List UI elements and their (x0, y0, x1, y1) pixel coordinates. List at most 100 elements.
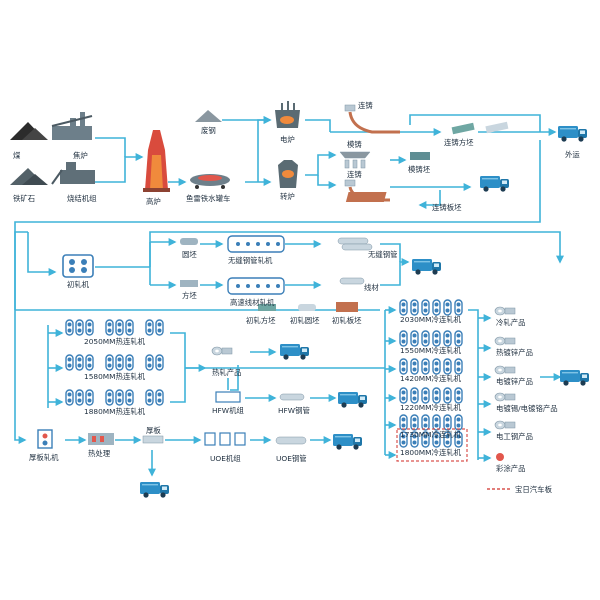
flow-lines-hot (47, 325, 385, 477)
hot-mill-1880-icon (65, 389, 164, 406)
round-billet-icon (180, 238, 198, 245)
label-wire-mill: 高速线材轧机 (230, 298, 275, 307)
uoe-unit-icon (204, 432, 246, 446)
label-scrap: 废钢 (201, 126, 216, 135)
label-product-color-coated: 彩涂产品 (496, 464, 526, 473)
truck-icon (558, 126, 587, 142)
label-cold-mill-1730: 1730MM冷连轧机 (400, 430, 462, 439)
coke-oven-icon (51, 112, 93, 140)
slab-icon (345, 192, 387, 202)
scrap-pile-icon (195, 110, 222, 122)
legend-label: 宝日汽车板 (515, 485, 552, 494)
label-wire: 线材 (364, 283, 379, 292)
label-sinter: 烧结机组 (67, 194, 97, 203)
hot-mill-2050-icon (65, 319, 164, 336)
highlight-box-1800 (396, 428, 468, 462)
truck-icon (338, 392, 367, 408)
cold-mill-1220-icon (399, 387, 463, 404)
label-coke-oven: 焦炉 (73, 151, 88, 160)
label-seamless-mill: 无缝钢管轧机 (228, 256, 273, 265)
electrical-steel-product-icon (494, 420, 516, 430)
torpedo-car-icon (190, 174, 230, 189)
heat-treatment-icon (88, 433, 114, 445)
label-mould-ingot: 模铸坯 (408, 165, 431, 174)
label-slab: 连铸板坯 (432, 203, 462, 212)
wire-mill-icon (227, 277, 285, 295)
plate-icon (142, 435, 164, 444)
iron-ore-icon (10, 168, 48, 185)
label-bloom-round: 初轧圆坯 (290, 316, 320, 325)
coal-pile-icon (10, 122, 48, 140)
truck-icon (560, 370, 589, 386)
truck-icon (333, 434, 362, 450)
label-cold-mill-1800: 1800MM冷连轧机 (400, 448, 462, 457)
hot-rolled-coil-icon (211, 346, 233, 356)
truck-icon (480, 176, 509, 192)
label-plate-mill: 厚板轧机 (29, 453, 59, 462)
plate-mill-icon (37, 429, 53, 449)
label-hot-mill-1880: 1880MM热连轧机 (84, 407, 146, 416)
label-cold-mill-1420: 1420MM冷连轧机 (400, 374, 462, 383)
label-converter: 转炉 (280, 192, 295, 201)
flow-lines-cold (384, 306, 562, 462)
wire-coil-icon (339, 277, 365, 285)
label-product-galvanized: 热镀锌产品 (496, 348, 533, 357)
label-cc2: 模铸 (347, 140, 362, 149)
label-product-tinplate: 电镀锡/电镀铬产品 (496, 404, 558, 413)
hfw-unit-icon (215, 391, 241, 403)
label-plate: 厚板 (146, 426, 161, 435)
seamless-mill-icon (227, 235, 285, 253)
label-cold-mill-1550: 1550MM冷连轧机 (400, 346, 462, 355)
label-cold-mill-2030: 2030MM冷连轧机 (400, 315, 462, 324)
sinter-plant-icon (51, 162, 95, 185)
blast-furnace-icon (143, 130, 170, 192)
label-square-billet2: 方坯 (182, 291, 197, 300)
label-bloom-slab: 初轧板坯 (332, 316, 362, 325)
label-ship: 外运 (565, 150, 580, 159)
electric-furnace-icon (275, 101, 300, 128)
label-square-billet: 连铸方坯 (444, 138, 474, 147)
hot-mill-1580-icon (65, 354, 164, 371)
label-heat-treatment: 热处理 (88, 449, 111, 458)
flow-lines (14, 114, 557, 444)
tinplate-product-icon (494, 392, 516, 402)
cold-rolled-product-icon (494, 306, 516, 316)
label-coal: 煤 (13, 151, 21, 160)
label-cc3: 连铸 (347, 170, 362, 179)
label-hot-products: 热轧产品 (212, 368, 242, 377)
label-product-electrical: 电工钢产品 (496, 432, 533, 441)
converter-icon (278, 160, 298, 188)
flow-lines-roughing (15, 231, 564, 311)
uoe-pipe-icon (275, 436, 307, 445)
cold-mill-1420-icon (399, 358, 463, 375)
square-billet-icon (451, 121, 509, 135)
cold-mill-1550-icon (399, 330, 463, 347)
square-billet-icon (180, 280, 198, 287)
label-seamless-pipe: 无缝钢管 (368, 250, 398, 259)
seamless-pipe-icon (337, 237, 373, 251)
label-cc1: 连铸 (358, 101, 373, 110)
roughing-mill-icon (62, 254, 94, 278)
label-hot-mill-2050: 2050MM热连轧机 (84, 337, 146, 346)
bloom-products-icons (258, 302, 358, 312)
electrogalvanized-product-icon (494, 365, 516, 375)
label-uoe-pipe: UOE钢管 (276, 454, 307, 463)
truck-icon (140, 482, 169, 498)
hfw-pipe-icon (279, 393, 305, 401)
label-roughing-mill: 初轧机 (67, 280, 90, 289)
label-product-electrogalv: 电镀锌产品 (496, 377, 533, 386)
label-uoe-unit: UOE机组 (210, 454, 241, 463)
cold-mill-2030-icon (399, 299, 463, 316)
color-coated-product-icon (496, 453, 504, 461)
label-torpedo-car: 鱼雷铁水罐车 (186, 194, 231, 203)
label-product-cold-rolled: 冷轧产品 (496, 318, 526, 327)
mould-ingot-icon (410, 152, 430, 160)
label-eaf: 电炉 (280, 135, 295, 144)
label-iron-ore: 铁矿石 (13, 194, 36, 203)
continuous-caster-icon (339, 104, 400, 202)
label-round-billet: 圆坯 (182, 250, 197, 259)
galvanized-product-icon (494, 336, 516, 346)
label-hfw-unit: HFW机组 (212, 406, 244, 415)
truck-icon (280, 344, 309, 360)
